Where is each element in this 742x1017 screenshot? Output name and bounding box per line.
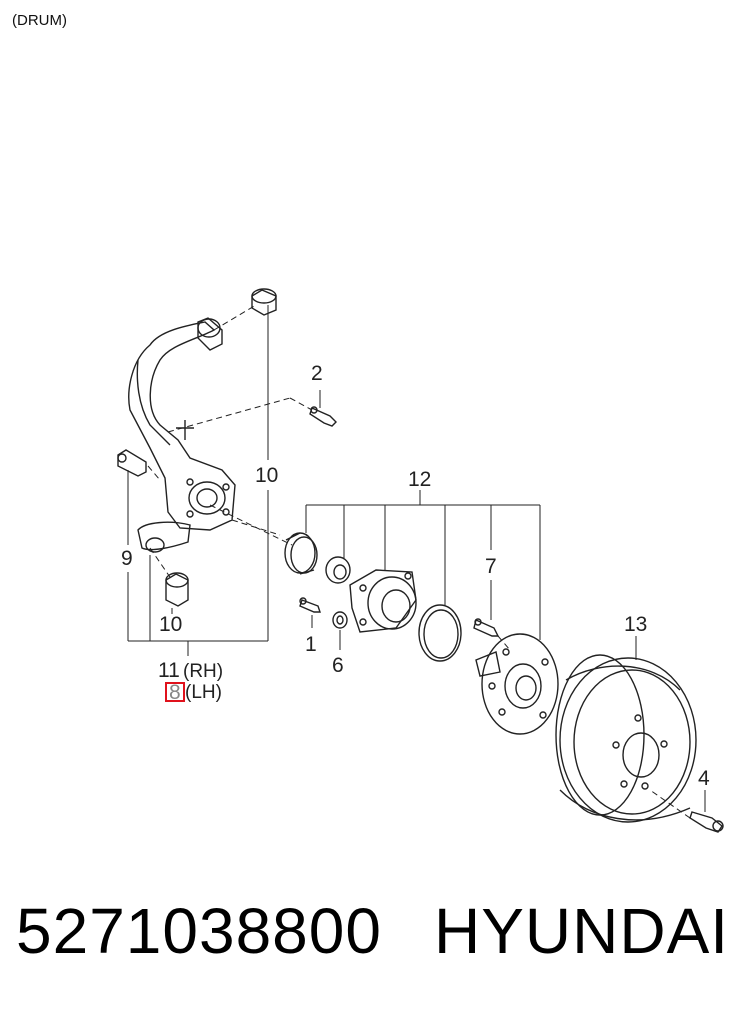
callout-2: 2 [311,362,323,385]
label-lh: (LH) [185,682,222,703]
callout-13: 13 [624,613,648,636]
callout-9: 9 [121,547,133,570]
bushing-bottom [165,572,189,607]
nut [325,556,351,584]
brake-drum [555,654,697,823]
dust-cap [284,532,318,575]
highlighted-part-box [165,682,185,702]
hub-bearing [349,569,417,633]
bolt-1 [299,597,321,613]
callout-10-top: 10 [255,464,279,487]
knuckle-assembly [128,321,236,553]
hub-flange [475,633,559,735]
callout-10-bottom: 10 [159,613,183,636]
label-rh: (RH) [183,661,224,682]
washer-6 [332,611,348,629]
part-number: 5271038800 [16,895,382,967]
bushing-top [197,288,277,351]
callout-4: 4 [698,767,710,790]
callout-6: 6 [332,654,344,677]
diagram-header: (DRUM) [12,12,67,29]
callout-7: 7 [485,555,497,578]
stud-7 [473,618,500,637]
bolt-4 [689,811,724,833]
bolt-9 [117,449,147,477]
bolt-2 [309,406,337,427]
brand-name: HYUNDAI [434,895,730,967]
o-ring [418,604,462,662]
callout-11: 11 [158,659,180,682]
callout-8: 8 [169,681,181,704]
callout-1: 1 [305,633,317,656]
callout-12: 12 [408,468,432,491]
